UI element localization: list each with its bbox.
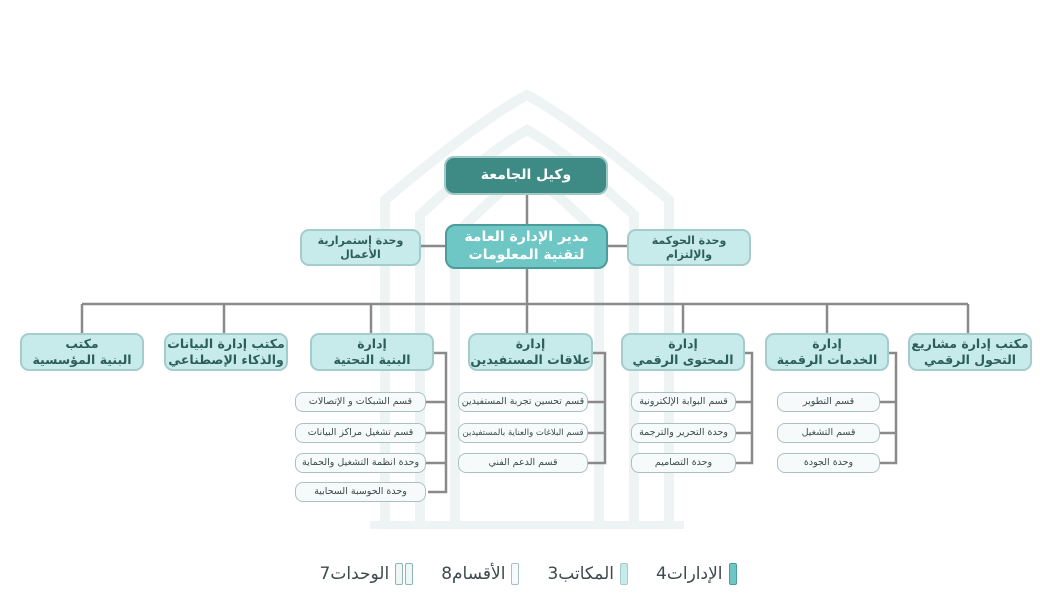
development-section-box: قسم التطوير — [777, 392, 880, 412]
legend-sections-label: الأقسام — [452, 564, 506, 584]
beneficiary-relations-department-line-2: علاقات المستفيدين — [470, 352, 591, 367]
beneficiary-relations-department-box: إدارة علاقات المستفيدين — [468, 333, 593, 371]
general-manager-line-2: لتقنية المعلومات — [468, 246, 585, 263]
operations-section-label: قسم التشغيل — [801, 427, 856, 439]
units-swatch-icon-2 — [395, 563, 404, 585]
cloud-computing-unit-box: وحدة الحوسبة السحابية — [295, 482, 426, 502]
legend-item-departments: الإدارات 4 — [652, 563, 737, 585]
infrastructure-department-box: إدارة البنية التحتية — [310, 333, 434, 371]
os-security-unit-box: وحدة انظمة التشغيل والحماية — [295, 453, 426, 473]
legend-offices-count: 3 — [547, 564, 559, 584]
enterprise-architecture-office-box: مكتب البنية المؤسسية — [20, 333, 144, 371]
governance-compliance-unit-label: وحدة الحوكمة والإلتزام — [651, 233, 727, 261]
digital-transformation-pmo-box: مكتب إدارة مشاريع التحول الرقمي — [908, 333, 1032, 371]
os-security-unit-label: وحدة انظمة التشغيل والحماية — [301, 457, 420, 469]
general-manager-line-1: مدير الإدارة العامة — [464, 229, 589, 245]
quality-unit-label: وحدة الجودة — [803, 457, 854, 469]
enterprise-architecture-office-line-2: البنية المؤسسية — [32, 352, 132, 367]
tech-support-section-box: قسم الدعم الفني — [458, 453, 588, 473]
digital-content-department-line-2: المحتوى الرقمي — [632, 352, 734, 367]
sections-swatch-icon — [511, 563, 520, 585]
digital-content-department-box: إدارة المحتوى الرقمي — [621, 333, 745, 371]
beneficiary-relations-department-line-1: إدارة — [515, 336, 546, 352]
general-manager-box: مدير الإدارة العامة لتقنية المعلومات — [445, 224, 608, 269]
reports-care-section-box: قسم البلاغات والعناية بالمستفيدين — [458, 423, 588, 443]
networks-section-box: قسم الشبكات و الإتصالات — [295, 392, 426, 412]
reports-care-section-label: قسم البلاغات والعناية بالمستفيدين — [462, 427, 584, 438]
networks-section-label: قسم الشبكات و الإتصالات — [308, 396, 413, 408]
offices-swatch-icon — [620, 563, 629, 585]
legend-departments-count: 4 — [656, 564, 667, 584]
designs-unit-label: وحدة التصاميم — [654, 457, 713, 469]
digital-content-department-line-1: إدارة — [668, 336, 698, 352]
legend-sections-count: 8 — [441, 564, 453, 584]
data-centers-section-box: قسم تشغيل مراكز البيانات — [295, 423, 426, 443]
legend-departments-label: الإدارات — [666, 564, 723, 584]
university-deputy-box: وكيل الجامعة — [444, 156, 608, 195]
legend-item-offices: المكاتب 3 — [543, 563, 629, 585]
units-swatch-icon — [405, 563, 414, 585]
governance-compliance-unit-box: وحدة الحوكمة والإلتزام — [627, 229, 751, 266]
infrastructure-department-line-2: البنية التحتية — [333, 352, 411, 367]
e-portal-section-box: قسم البوابة الإلكترونية — [631, 392, 736, 412]
legend-offices-label: المكاتب — [558, 564, 615, 584]
e-portal-section-label: قسم البوابة الإلكترونية — [639, 396, 728, 408]
cloud-computing-unit-label: وحدة الحوسبة السحابية — [314, 486, 407, 498]
operations-section-box: قسم التشغيل — [777, 423, 880, 443]
editing-translation-unit-box: وحدة التحرير والترجمة — [631, 423, 736, 443]
digital-transformation-pmo-line-1: مكتب إدارة مشاريع — [911, 336, 1029, 352]
data-ai-office-line-1: مكتب إدارة البيانات — [167, 336, 285, 352]
data-ai-office-line-2: والذكاء الإصطناعي — [168, 352, 284, 367]
beneficiary-experience-section-label: قسم تحسين تجربة المستفيدين — [461, 396, 585, 408]
digital-services-department-box: إدارة الخدمات الرقمية — [765, 333, 889, 371]
enterprise-architecture-office-line-1: مكتب — [65, 336, 99, 352]
editing-translation-unit-label: وحدة التحرير والترجمة — [639, 427, 728, 439]
digital-transformation-pmo-line-2: التحول الرقمي — [923, 352, 1017, 367]
tech-support-section-label: قسم الدعم الفني — [488, 457, 558, 469]
data-ai-office-box: مكتب إدارة البيانات والذكاء الإصطناعي — [164, 333, 288, 371]
university-deputy-label: وكيل الجامعة — [480, 166, 572, 183]
digital-services-department-line-1: إدارة — [812, 336, 842, 352]
designs-unit-box: وحدة التصاميم — [631, 453, 736, 473]
digital-services-department-line-2: الخدمات الرقمية — [776, 352, 878, 367]
business-continuity-unit-label: وحدة إستمرارية الأعمال — [317, 233, 404, 261]
data-centers-section-label: قسم تشغيل مراكز البيانات — [307, 427, 414, 439]
legend-item-units: الوحدات 7 — [316, 563, 414, 585]
development-section-label: قسم التطوير — [802, 396, 855, 408]
infrastructure-department-line-1: إدارة — [357, 336, 387, 352]
beneficiary-experience-section-box: قسم تحسين تجربة المستفيدين — [458, 392, 588, 412]
departments-swatch-icon — [728, 563, 737, 585]
legend: الإدارات 4 المكاتب 3 الأقسام 8 الوحدات 7 — [0, 563, 1052, 585]
business-continuity-unit-box: وحدة إستمرارية الأعمال — [300, 229, 421, 266]
legend-units-count: 7 — [319, 564, 331, 584]
quality-unit-box: وحدة الجودة — [777, 453, 880, 473]
legend-units-label: الوحدات — [330, 564, 390, 584]
legend-item-sections: الأقسام 8 — [437, 563, 520, 585]
